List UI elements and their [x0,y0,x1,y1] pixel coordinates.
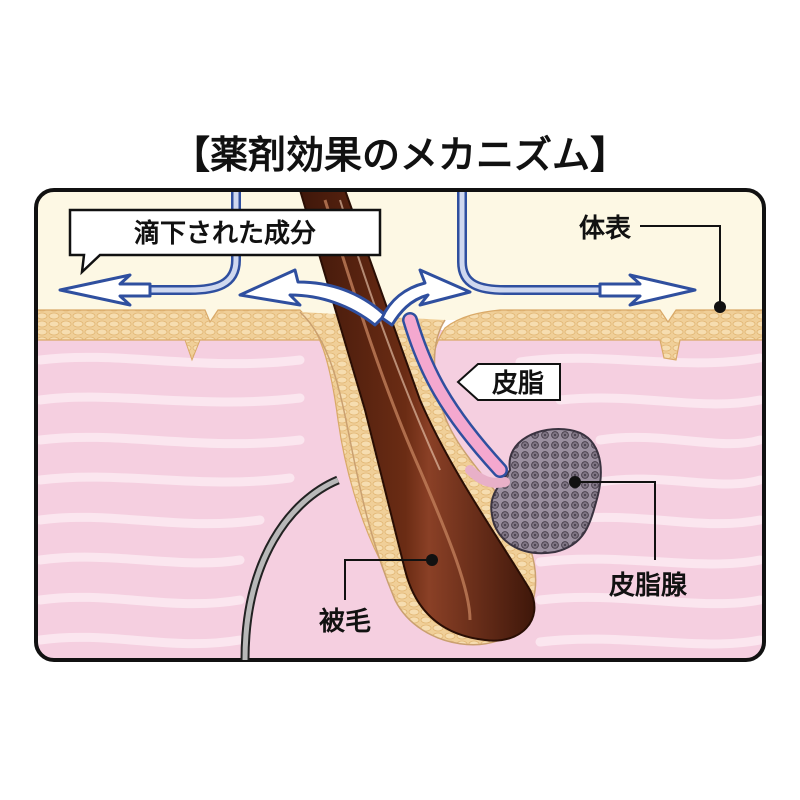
sebaceous-gland-leader [575,481,656,560]
arrow-left [58,273,152,307]
sebum-label: 皮脂 [492,369,544,399]
body-surface-leader [640,225,721,305]
epidermis-notch [184,339,201,362]
dermis-fiber-stripes [36,352,764,649]
body-surface-label: 体表 [579,214,632,244]
sebaceous-gland-label: 皮脂腺 [609,571,688,601]
hair-highlight [323,199,472,621]
sebaceous-gland [490,428,602,555]
arrow-center-right [380,268,472,327]
arrow-right [598,273,697,307]
sebum-flow-fill [404,314,506,476]
diagram-title: 【薬剤効果のメカニズム】 [172,133,628,177]
applied-component-callout [68,208,382,276]
gland-duct [465,465,510,488]
hair-pointer-probe-inner [242,477,339,661]
applied-stream-right-inner [459,190,680,293]
hair-leader [344,559,432,600]
hair-label: 被毛 [319,607,371,637]
hair-dot [426,554,438,566]
sebaceous-gland-dot [569,476,581,488]
applied-component-label: 滴下された成分 [134,218,316,249]
diagram-panel [34,188,766,662]
body-surface-dot [714,301,726,313]
arrow-center-left [238,268,387,327]
applied-stream-left-inner [80,190,239,293]
sebum-arrow-shape [456,363,561,401]
